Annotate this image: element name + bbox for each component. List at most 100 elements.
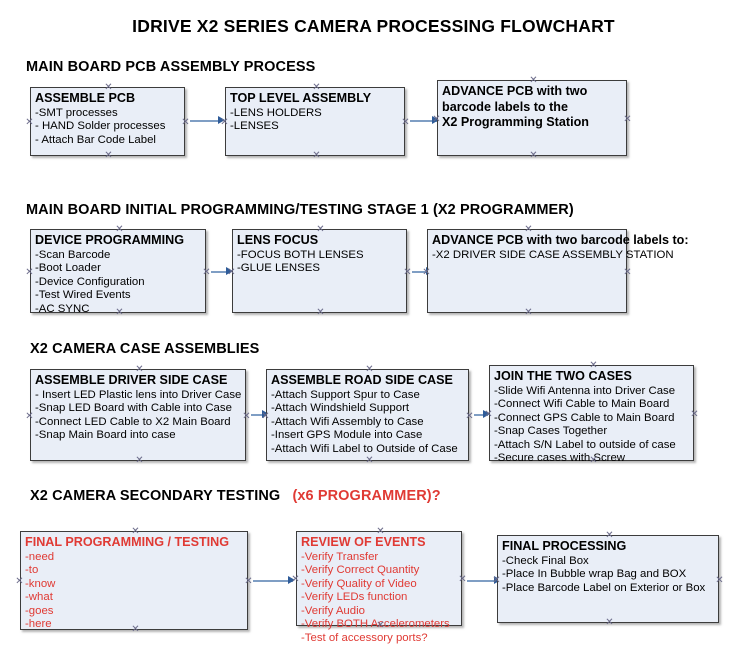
handle-bottom-icon[interactable] <box>605 618 614 627</box>
section-header-label: X2 CAMERA SECONDARY TESTING <box>30 488 281 504</box>
handle-top-icon[interactable] <box>529 76 538 85</box>
handle-top-icon[interactable] <box>312 83 321 92</box>
handle-top-icon[interactable] <box>376 527 385 536</box>
handle-bottom-icon[interactable] <box>524 308 533 317</box>
section-header-x2-camera-secondary-testing: X2 CAMERA SECONDARY TESTING (x6 PROGRAMM… <box>30 488 441 504</box>
handle-left-icon[interactable] <box>220 118 229 127</box>
box-line: - HAND Solder processes <box>35 120 166 133</box>
handle-right-icon[interactable] <box>465 412 474 421</box>
handle-top-icon[interactable] <box>365 365 374 374</box>
box-line: -Scan Barcode <box>35 248 111 261</box>
handle-top-icon[interactable] <box>135 365 144 374</box>
box-review-of-events[interactable]: REVIEW OF EVENTS -Verify Transfer -Verif… <box>296 531 462 644</box>
box-line: -need <box>25 550 55 563</box>
box-line: -Snap LED Board with Cable into Case <box>35 402 232 415</box>
connector-top-level-to-advance <box>410 120 437 122</box>
box-header: DEVICE PROGRAMMING <box>35 233 185 247</box>
box-line: -goes <box>25 604 54 617</box>
handle-left-icon[interactable] <box>432 115 441 124</box>
box-advance-pcb-driver-side[interactable]: ADVANCE PCB with two barcode labels to: … <box>427 229 689 313</box>
box-top-level-assembly[interactable]: TOP LEVEL ASSEMBLY -LENS HOLDERS -LENSES <box>225 87 405 156</box>
handle-left-icon[interactable] <box>291 575 300 584</box>
box-assemble-pcb[interactable]: ASSEMBLE PCB -SMT processes - HAND Solde… <box>30 87 185 156</box>
handle-left-icon[interactable] <box>422 268 431 277</box>
box-final-programming-testing[interactable]: FINAL PROGRAMMING / TESTING -need -to -k… <box>20 531 248 630</box>
handle-left-icon[interactable] <box>15 577 24 586</box>
connector-lens-focus-to-advance <box>412 271 430 273</box>
box-line: -GLUE LENSES <box>237 262 320 275</box>
box-line: -Attach S/N Label to outside of case <box>494 438 676 451</box>
box-line: - Attach Bar Code Label <box>35 133 156 146</box>
handle-right-icon[interactable] <box>458 575 467 584</box>
box-header: JOIN THE TWO CASES <box>494 369 632 383</box>
handle-bottom-icon[interactable] <box>529 151 538 160</box>
section-header-label: MAIN BOARD INITIAL PROGRAMMING/TESTING S… <box>26 202 574 218</box>
handle-right-icon[interactable] <box>181 118 190 127</box>
box-line: -know <box>25 577 56 590</box>
box-header: ADVANCE PCB with two barcode labels to: <box>432 233 689 247</box>
box-line: -Attach Wifi Assembly to Case <box>271 415 424 428</box>
box-line: -what <box>25 591 53 604</box>
handle-left-icon[interactable] <box>25 412 34 421</box>
box-line: -Insert GPS Module into Case <box>271 429 423 442</box>
box-header: TOP LEVEL ASSEMBLY <box>230 91 372 105</box>
box-line: -Connect GPS Cable to Main Board <box>494 411 675 424</box>
handle-top-icon[interactable] <box>131 527 140 536</box>
handle-left-icon[interactable] <box>261 412 270 421</box>
box-header: LENS FOCUS <box>237 233 319 247</box>
handle-bottom-icon[interactable] <box>376 621 385 630</box>
handle-right-icon[interactable] <box>623 268 632 277</box>
box-assemble-driver-side-case[interactable]: ASSEMBLE DRIVER SIDE CASE - Insert LED P… <box>30 369 246 461</box>
box-line: -Verify Quality of Video <box>301 577 417 590</box>
handle-top-icon[interactable] <box>605 531 614 540</box>
connector-road-case-to-join <box>474 414 488 416</box>
box-lens-focus[interactable]: LENS FOCUS -FOCUS BOTH LENSES -GLUE LENS… <box>232 229 407 313</box>
handle-right-icon[interactable] <box>244 577 253 586</box>
handle-right-icon[interactable] <box>690 410 699 419</box>
box-line: -Connect LED Cable to X2 Main Board <box>35 415 231 428</box>
handle-right-icon[interactable] <box>403 268 412 277</box>
handle-top-icon[interactable] <box>589 361 598 370</box>
handle-left-icon[interactable] <box>25 118 34 127</box>
connector-review-to-final-processing <box>467 580 499 582</box>
handle-bottom-icon[interactable] <box>115 308 124 317</box>
box-join-the-two-cases[interactable]: JOIN THE TWO CASES -Slide Wifi Antenna i… <box>489 365 694 464</box>
box-line: -to <box>25 564 39 577</box>
section-header-red-note: (x6 PROGRAMMER)? <box>292 488 441 504</box>
handle-right-icon[interactable] <box>623 115 632 124</box>
handle-bottom-icon[interactable] <box>316 308 325 317</box>
handle-right-icon[interactable] <box>715 576 724 585</box>
handle-left-icon[interactable] <box>492 576 501 585</box>
section-header-x2-camera-case-assemblies: X2 CAMERA CASE ASSEMBLIES <box>30 341 259 357</box>
handle-left-icon[interactable] <box>25 268 34 277</box>
box-header: FINAL PROGRAMMING / TESTING <box>25 535 230 549</box>
box-assemble-road-side-case[interactable]: ASSEMBLE ROAD SIDE CASE -Attach Support … <box>266 369 469 461</box>
handle-left-icon[interactable] <box>484 410 493 419</box>
handle-bottom-icon[interactable] <box>131 625 140 634</box>
handle-bottom-icon[interactable] <box>365 456 374 465</box>
box-final-processing[interactable]: FINAL PROCESSING -Check Final Box -Place… <box>497 535 719 623</box>
box-line: -AC SYNC <box>35 302 90 315</box>
box-device-programming[interactable]: DEVICE PROGRAMMING -Scan Barcode -Boot L… <box>30 229 206 315</box>
handle-bottom-icon[interactable] <box>312 151 321 160</box>
handle-right-icon[interactable] <box>202 268 211 277</box>
box-line: -LENS HOLDERS <box>230 106 322 119</box>
box-line: -Verify Correct Quantity <box>301 564 420 577</box>
box-advance-pcb-programming-station[interactable]: ADVANCE PCB with two barcode labels to t… <box>437 80 627 156</box>
handle-top-icon[interactable] <box>104 83 113 92</box>
handle-right-icon[interactable] <box>242 412 251 421</box>
handle-bottom-icon[interactable] <box>104 151 113 160</box>
box-line: -Boot Loader <box>35 262 101 275</box>
handle-top-icon[interactable] <box>524 225 533 234</box>
handle-bottom-icon[interactable] <box>589 456 598 465</box>
handle-bottom-icon[interactable] <box>135 456 144 465</box>
handle-top-icon[interactable] <box>115 225 124 234</box>
box-line-overflow: -Test of accessory ports? <box>301 632 428 645</box>
box-line: -Attach Windshield Support <box>271 402 410 415</box>
handle-right-icon[interactable] <box>401 118 410 127</box>
handle-top-icon[interactable] <box>316 225 325 234</box>
box-line: -Verify Audio <box>301 604 365 617</box>
handle-left-icon[interactable] <box>227 268 236 277</box>
box-header: REVIEW OF EVENTS <box>301 535 426 549</box>
box-line: -Verify Transfer <box>301 550 379 563</box>
